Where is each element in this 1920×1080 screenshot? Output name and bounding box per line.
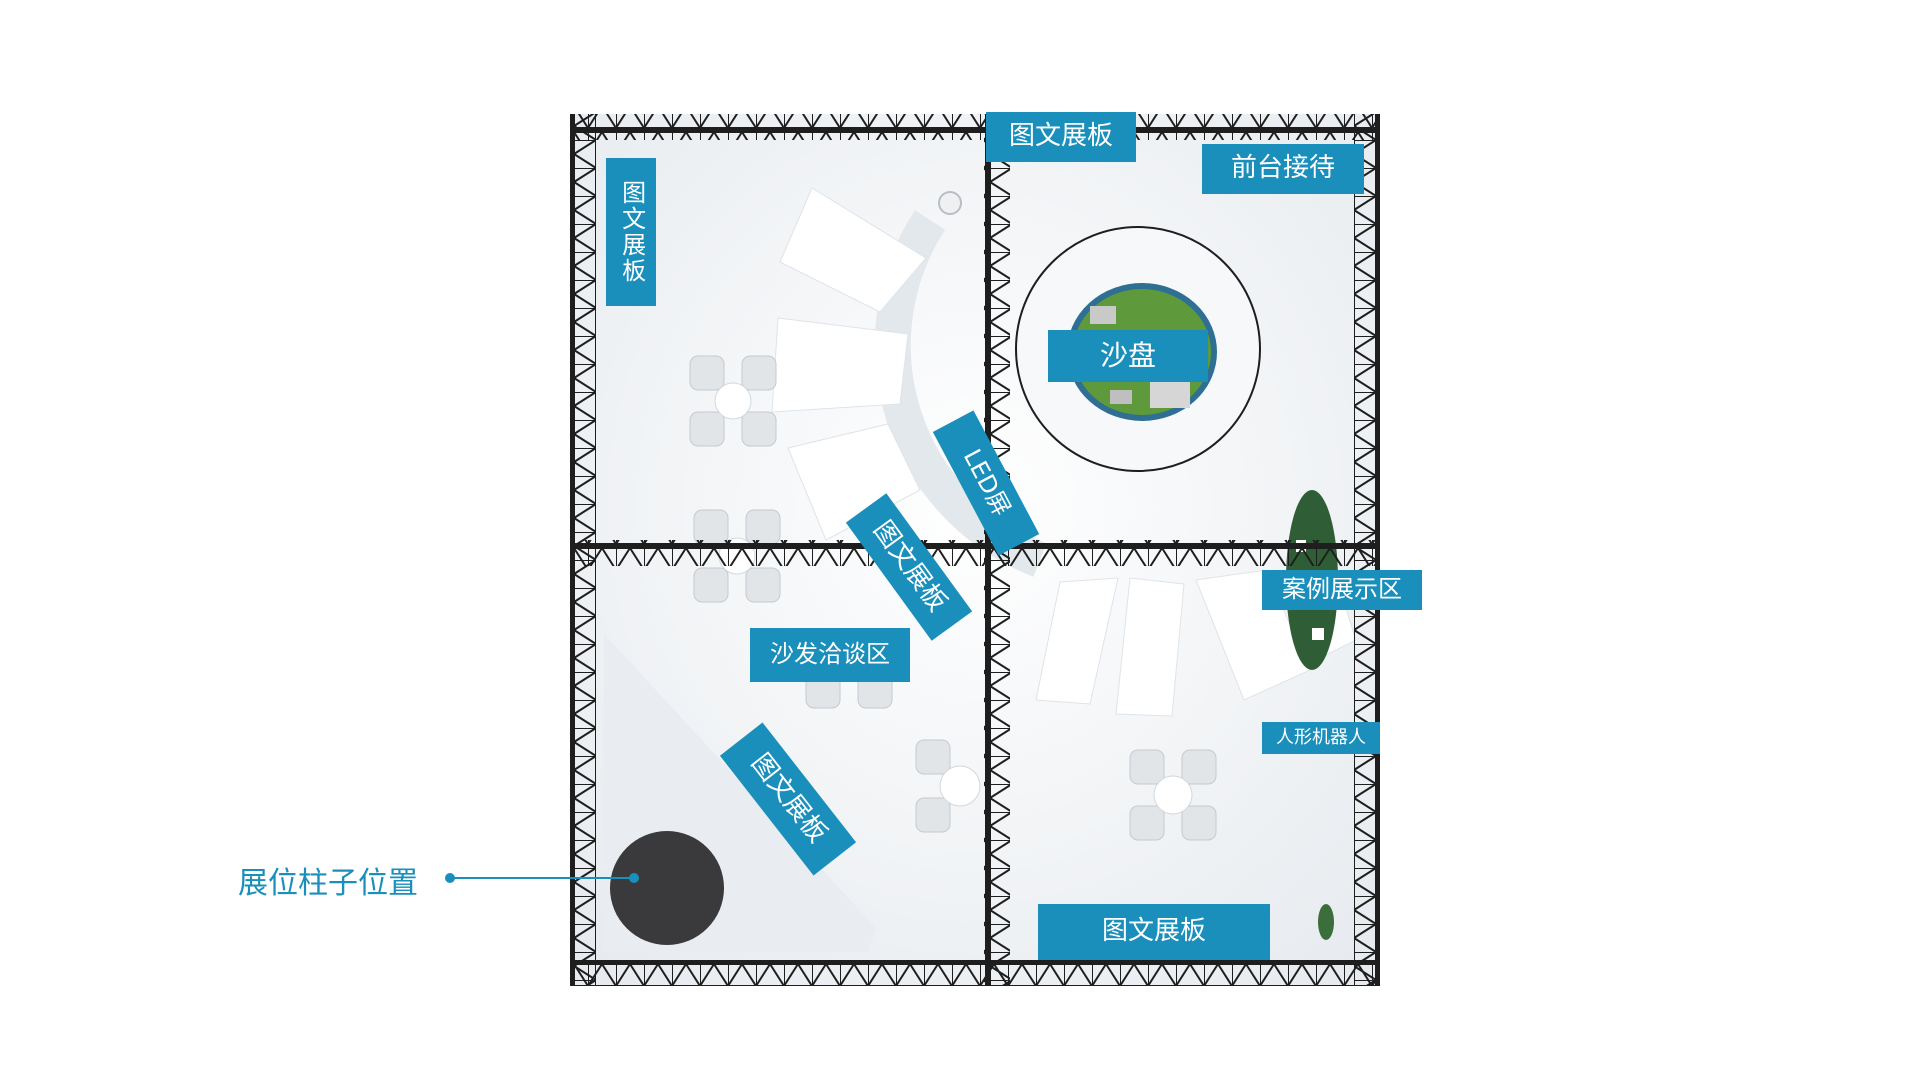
label-reception: 前台接待: [1202, 144, 1364, 194]
booth-pillar: [610, 831, 724, 945]
display-panels-lower: [1035, 547, 1357, 717]
label-panel-bottom: 图文展板: [1038, 904, 1270, 960]
label-robot: 人形机器人: [1262, 722, 1380, 754]
label-panel-left: 图文展板: [606, 158, 656, 306]
stool: [938, 191, 962, 215]
display-panels-upper: [771, 187, 927, 541]
label-sofa-area: 沙发洽谈区: [750, 628, 910, 682]
pillar-callout-text: 展位柱子位置: [238, 866, 418, 901]
label-panel-top: 图文展板: [986, 112, 1136, 162]
label-case-display: 案例展示区: [1262, 570, 1422, 610]
sofa-cluster: [689, 355, 777, 447]
sofa-cluster: [1129, 749, 1217, 841]
callout-target-dot: [629, 873, 639, 883]
truss-frame: [570, 114, 1380, 986]
sofa-cluster: [915, 739, 981, 833]
label-sand-table: 沙盘: [1048, 330, 1208, 382]
callout-dot: [445, 873, 455, 883]
sofa-cluster: [805, 673, 893, 709]
